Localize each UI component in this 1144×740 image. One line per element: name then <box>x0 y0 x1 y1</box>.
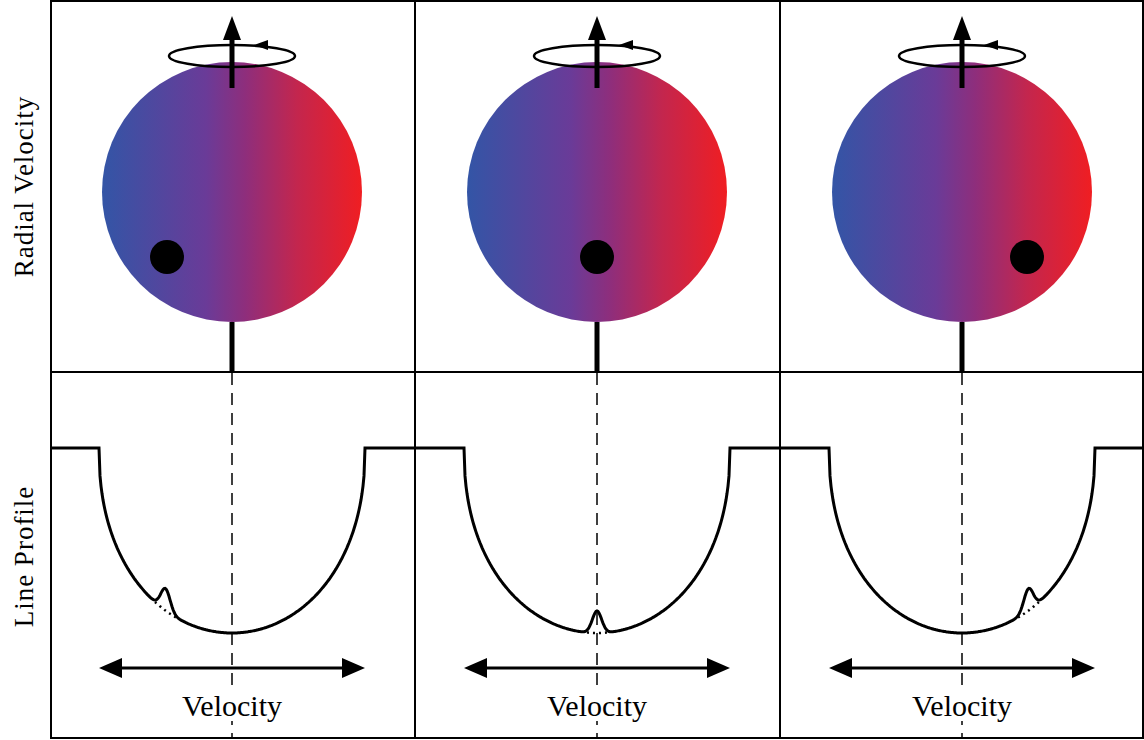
unspotted-profile <box>155 602 176 617</box>
rotation-axis <box>230 322 235 371</box>
axis-arrowhead <box>223 16 241 40</box>
rotation-ellipse <box>169 45 295 67</box>
star-spot <box>150 240 184 274</box>
rotation-ellipse <box>534 45 660 67</box>
axis-label: Velocity <box>179 691 285 721</box>
velocity-axis <box>114 667 350 670</box>
rotation-arrowhead <box>254 40 268 50</box>
unspotted-profile <box>1018 602 1039 617</box>
axis-arrowhead <box>588 16 606 40</box>
velocity-arrowhead <box>99 658 122 678</box>
zero-velocity-line <box>596 373 598 737</box>
divider <box>414 1 416 738</box>
rotation-arrowhead <box>619 40 633 50</box>
zero-velocity-line <box>231 373 233 737</box>
zero-velocity-line <box>961 373 963 737</box>
star-disk <box>467 62 727 322</box>
velocity-arrowhead <box>829 658 852 678</box>
velocity-arrowhead <box>707 658 730 678</box>
divider <box>51 371 1143 373</box>
star-disk <box>832 62 1092 322</box>
axis-label: Velocity <box>909 691 1015 721</box>
velocity-arrowhead <box>464 658 487 678</box>
star-spot <box>580 240 614 274</box>
velocity-arrowhead <box>342 658 365 678</box>
axis-title: Radial Velocity <box>12 95 39 277</box>
velocity-arrowhead <box>1072 658 1095 678</box>
rotation-ellipse <box>899 45 1025 67</box>
frame <box>51 1 1143 738</box>
line-profile <box>52 448 415 633</box>
axis-arrowhead <box>953 16 971 40</box>
star-disk <box>102 62 362 322</box>
rotation-axis <box>960 322 965 371</box>
rotation-axis <box>595 322 600 371</box>
velocity-axis <box>844 667 1080 670</box>
axis-title: Line Profile <box>12 485 39 627</box>
axis-label: Velocity <box>544 691 650 721</box>
rotation-arrowhead <box>984 40 998 50</box>
star-spot <box>1010 240 1044 274</box>
velocity-axis <box>479 667 715 670</box>
divider <box>779 1 781 738</box>
